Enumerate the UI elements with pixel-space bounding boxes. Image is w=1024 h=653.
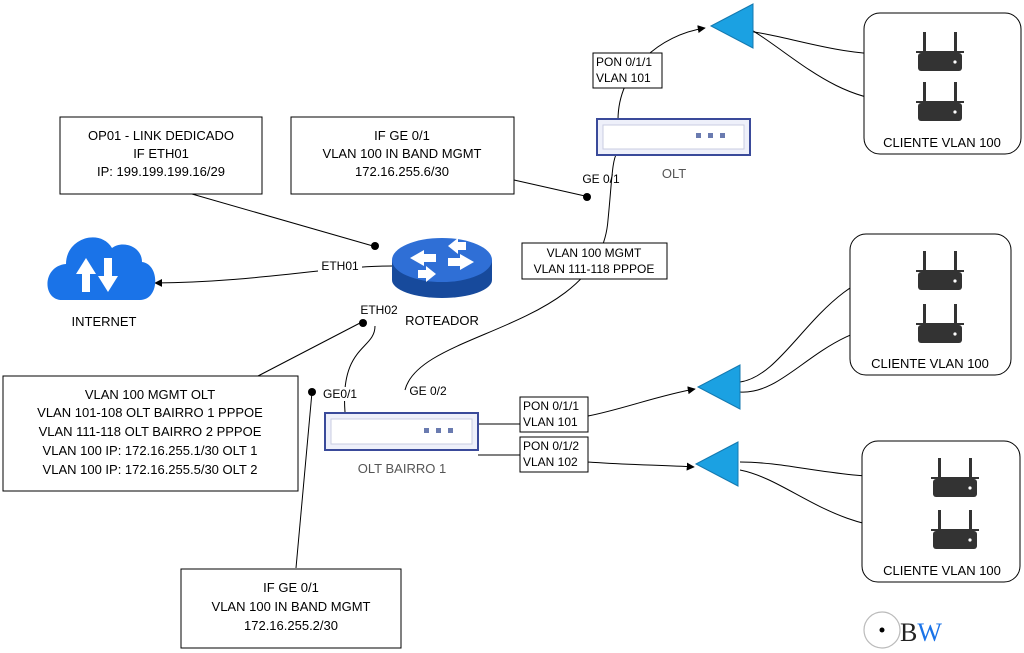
svg-text:BW: BW bbox=[900, 618, 942, 647]
olt-bairro-device[interactable] bbox=[324, 412, 479, 451]
olt-bairro-ge01-label: GE0/1 bbox=[318, 387, 362, 401]
router-icon[interactable] bbox=[392, 238, 492, 298]
client-group-mid[interactable]: CLIENTE VLAN 100 bbox=[849, 233, 1012, 376]
svg-text:VLAN 101-108 OLT BAIRRO 1 PPPO: VLAN 101-108 OLT BAIRRO 1 PPPOE bbox=[37, 405, 263, 420]
eth02-port-label: ETH02 bbox=[356, 303, 402, 317]
op01-note: OP01 - LINK DEDICADO IF ETH01 IP: 199.19… bbox=[59, 116, 263, 195]
router-vlan-note: VLAN 100 MGMT OLT VLAN 101-108 OLT BAIRR… bbox=[2, 375, 299, 492]
eth01-port-label: ETH01 bbox=[318, 259, 362, 273]
link-vlan-note-eth02 bbox=[257, 322, 361, 377]
olt-ge-port-label: GE 0/1 bbox=[582, 172, 620, 186]
link-oltif-note bbox=[513, 179, 586, 197]
svg-text:IF ETH01: IF ETH01 bbox=[133, 146, 189, 161]
trunk-vlan-note: VLAN 100 MGMT VLAN 111-118 PPPOE bbox=[521, 242, 668, 280]
svg-text:VLAN 100 IN BAND MGMT: VLAN 100 IN BAND MGMT bbox=[212, 599, 371, 614]
svg-text:IF GE 0/1: IF GE 0/1 bbox=[263, 580, 319, 595]
svg-text:VLAN 100 IN BAND MGMT: VLAN 100 IN BAND MGMT bbox=[323, 146, 482, 161]
svg-text:GE0/1: GE0/1 bbox=[323, 387, 357, 401]
bw-logo: BW bbox=[863, 611, 942, 649]
olt-bairro-ge02-label: GE 0/2 bbox=[409, 384, 447, 398]
client-group-bottom[interactable]: CLIENTE VLAN 100 bbox=[861, 440, 1021, 583]
optical-splitter-icon bbox=[695, 441, 739, 487]
svg-text:IP: 199.199.199.16/29: IP: 199.199.199.16/29 bbox=[97, 164, 225, 179]
olt-device[interactable] bbox=[596, 118, 751, 156]
svg-text:CLIENTE VLAN 100: CLIENTE VLAN 100 bbox=[871, 356, 989, 371]
client-group-top[interactable]: CLIENTE VLAN 100 bbox=[863, 12, 1022, 155]
cloud-upload-download-icon bbox=[47, 237, 156, 300]
pon-bairro-1-label: PON 0/1/1 VLAN 101 bbox=[519, 396, 589, 433]
svg-text:172.16.255.2/30: 172.16.255.2/30 bbox=[244, 618, 338, 633]
svg-text:VLAN 100 IP: 172.16.255.1/30 O: VLAN 100 IP: 172.16.255.1/30 OLT 1 bbox=[43, 443, 258, 458]
svg-text:VLAN 111-118 OLT BAIRRO 2 PPPO: VLAN 111-118 OLT BAIRRO 2 PPPOE bbox=[39, 424, 262, 439]
svg-text:CLIENTE VLAN 100: CLIENTE VLAN 100 bbox=[883, 563, 1001, 578]
svg-text:172.16.255.6/30: 172.16.255.6/30 bbox=[355, 164, 449, 179]
link-op01-note bbox=[184, 191, 374, 247]
pon-top-label: PON 0/1/1 VLAN 101 bbox=[592, 52, 663, 89]
svg-text:IF GE 0/1: IF GE 0/1 bbox=[374, 128, 430, 143]
router-label: ROTEADOR bbox=[405, 313, 479, 328]
svg-text:CLIENTE VLAN 100: CLIENTE VLAN 100 bbox=[883, 135, 1001, 150]
link-bairroif-note bbox=[295, 391, 313, 569]
olt-bairro-interface-note: IF GE 0/1 VLAN 100 IN BAND MGMT 172.16.2… bbox=[180, 568, 402, 649]
olt-label: OLT bbox=[662, 166, 686, 181]
optical-splitter-icon bbox=[697, 364, 741, 410]
svg-text:VLAN 100 IP: 172.16.255.5/30 O: VLAN 100 IP: 172.16.255.5/30 OLT 2 bbox=[43, 462, 258, 477]
connection-points bbox=[308, 193, 591, 396]
svg-text:VLAN 100 MGMT: VLAN 100 MGMT bbox=[547, 246, 642, 260]
internet-label: INTERNET bbox=[72, 314, 137, 329]
svg-text:VLAN 102: VLAN 102 bbox=[523, 455, 578, 469]
svg-text:VLAN 111-118 PPPOE: VLAN 111-118 PPPOE bbox=[534, 262, 655, 276]
olt-bairro-label: OLT BAIRRO 1 bbox=[358, 461, 446, 476]
pon-bairro-2-label: PON 0/1/2 VLAN 102 bbox=[519, 436, 589, 473]
olt-interface-note: IF GE 0/1 VLAN 100 IN BAND MGMT 172.16.2… bbox=[290, 116, 515, 195]
svg-text:ETH01: ETH01 bbox=[321, 259, 359, 273]
svg-text:PON 0/1/1: PON 0/1/1 bbox=[596, 55, 652, 69]
svg-text:VLAN 101: VLAN 101 bbox=[596, 71, 651, 85]
svg-text:VLAN 101: VLAN 101 bbox=[523, 415, 578, 429]
link-router-internet bbox=[154, 265, 393, 287]
svg-text:VLAN 100 MGMT OLT: VLAN 100 MGMT OLT bbox=[85, 387, 215, 402]
svg-text:OP01 - LINK DEDICADO: OP01 - LINK DEDICADO bbox=[88, 128, 234, 143]
svg-text:ETH02: ETH02 bbox=[360, 303, 398, 317]
svg-text:PON 0/1/2: PON 0/1/2 bbox=[523, 439, 579, 453]
optical-splitter-icon bbox=[710, 3, 754, 49]
svg-text:PON 0/1/1: PON 0/1/1 bbox=[523, 399, 579, 413]
